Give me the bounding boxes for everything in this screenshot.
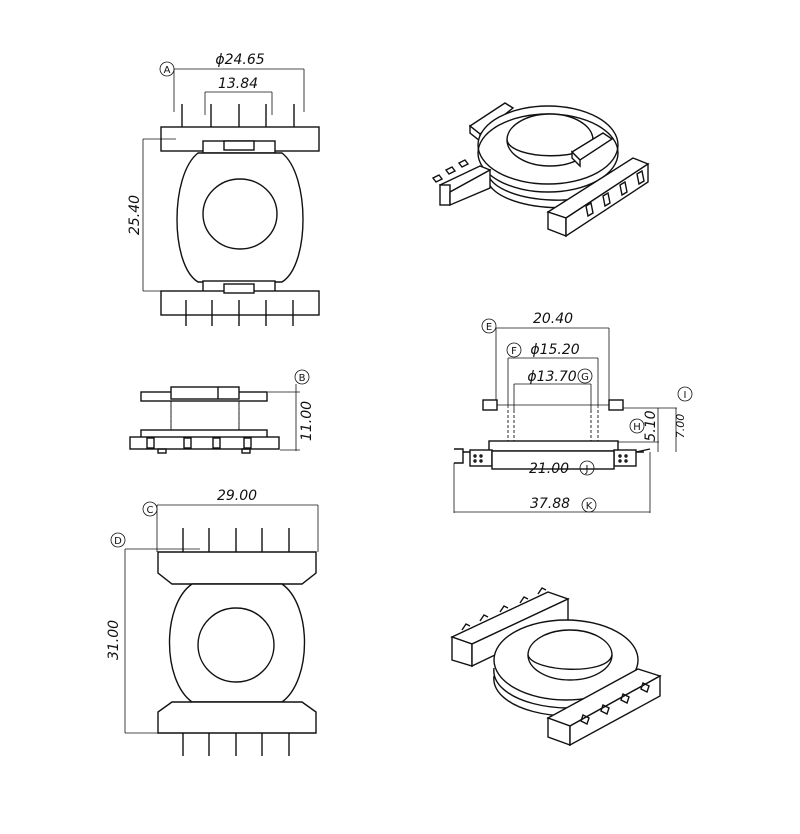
isometric-view-2 [450,587,662,747]
marker-e-label: E [486,322,492,333]
dim-top-height: 25.40 [127,195,143,235]
marker-f-circle [506,342,522,358]
marker-b-label: B [299,373,306,384]
dim-top-width: 20.40 [533,311,573,327]
marker-a-label: A [164,65,171,76]
marker-b-circle [294,369,310,385]
isometric-view-1 [431,102,650,238]
marker-f-label: F [511,346,517,357]
marker-d-circle [110,532,126,548]
bobbin-bore [202,178,278,250]
side-base [129,436,280,450]
marker-e-circle [481,318,497,334]
dim-bottom-width: 29.00 [217,488,257,504]
dim-outer-bore: ϕ15.20 [530,342,579,358]
marker-j-circle [579,460,595,476]
marker-d-label: D [114,536,122,547]
dim-total-height: 7.00 [674,414,687,439]
marker-k-label: K [586,501,593,512]
dim-flange-height: 5.10 [643,410,659,441]
marker-h-circle [629,418,645,434]
dim-overall-width: 37.88 [530,496,570,512]
bottom-body [168,583,306,703]
dim-outer-diameter: ϕ24.65 [215,52,264,68]
bottom-bottom-flange [157,701,317,734]
side-view: B 11.00 [129,369,315,454]
marker-k-circle [581,497,597,513]
marker-c-label: C [147,505,154,516]
bottom-flange [160,290,320,316]
marker-j-label: J [585,464,589,475]
bottom-view: C 29.00 D 31.00 [106,488,319,756]
marker-g-circle [577,368,593,384]
section-base [491,450,615,470]
marker-g-label: G [581,372,589,383]
marker-h-label: H [633,422,641,433]
dim-inner-bore: ϕ13.70 [527,369,576,385]
bottom-top-flange [157,551,317,585]
dim-base-width: 21.00 [529,461,569,477]
bobbin-body [176,152,304,283]
top-view: A ϕ24.65 13.84 25.40 [127,52,320,326]
dim-bottom-height: 31.00 [106,620,122,660]
dim-side-height: 11.00 [299,401,315,441]
marker-i-label: I [684,390,687,401]
section-view: E 20.40 F ϕ15.20 ϕ13.70 G [453,311,693,513]
marker-i-circle [677,386,693,402]
dim-pin-span: 13.84 [218,76,258,92]
